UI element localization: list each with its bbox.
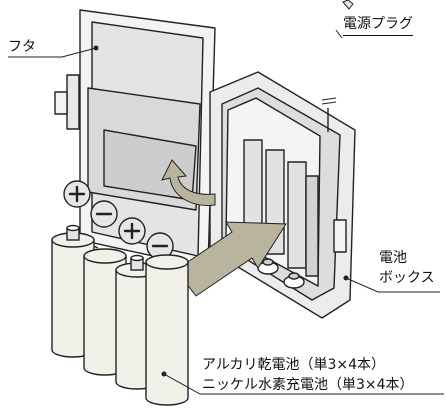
label-battery-box-line2: ボックス <box>379 270 435 286</box>
close-lid-arrow <box>161 159 216 206</box>
lid <box>54 9 216 269</box>
label-nimh-batteries: ニッケル水素充電池（単3×4本） <box>202 377 414 393</box>
battery-4 <box>145 261 189 406</box>
label-battery-box-line1: 電池 <box>379 250 407 266</box>
label-power-plug: 電源プラグ <box>343 16 413 36</box>
battery-box <box>209 71 356 319</box>
leader-lines <box>8 29 444 395</box>
insert-arrow <box>175 221 287 297</box>
polarity-signs <box>63 180 174 260</box>
power-plug-fragment <box>342 0 354 10</box>
label-lid: フタ <box>8 39 36 55</box>
polarity-glyphs <box>68 185 169 248</box>
label-alkaline-batteries: アルカリ乾電池（単3×4本） <box>202 357 385 373</box>
batteries <box>51 224 189 406</box>
